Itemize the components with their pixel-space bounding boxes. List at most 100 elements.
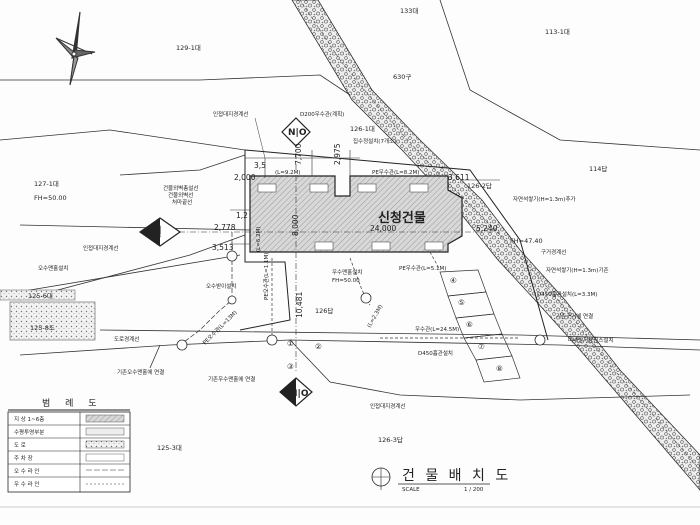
- number-2: ②: [315, 342, 322, 351]
- site-boundary: [239, 149, 549, 341]
- annotation: D450흄관설치(L=3.3M): [537, 290, 597, 298]
- annotation: (L=9.2M): [275, 170, 300, 176]
- legend-title: 범 례 도: [42, 398, 103, 409]
- annotation: FH=50.00: [332, 278, 360, 284]
- annotation: 건물외벽선: [168, 191, 193, 199]
- legend-row-label: 주 차 장: [14, 454, 33, 462]
- lot-label: 114답: [589, 165, 607, 173]
- annotation: (L=2.3M): [367, 304, 385, 329]
- annotation: 처마끝선: [172, 198, 192, 206]
- annotation: D200우수관(계획): [300, 110, 344, 118]
- lot-label: 630구: [393, 73, 411, 81]
- dimension-label: 2,778: [214, 223, 236, 232]
- annotation: 자연석쌓기(H=1.3m)추가: [513, 195, 576, 203]
- number-7: ⑦: [478, 342, 485, 351]
- legend-row-label: 수평투영부분: [14, 428, 44, 436]
- number-3: ③: [287, 362, 294, 371]
- legend-swatch-parking: [85, 453, 125, 462]
- annotation: PE오수관(L=13M): [201, 308, 239, 346]
- horizontal-section-marker: 횡: [138, 217, 182, 247]
- height-left: FH=50.00: [34, 194, 67, 202]
- svg-text:N|O: N|O: [290, 389, 309, 399]
- dimension-label: 5,240: [476, 224, 498, 233]
- drawing-title-block: 건 물 배 치 도 SCALE 1 / 200: [371, 467, 511, 493]
- lot-label: 125-8도: [30, 324, 55, 332]
- annotation: 도로경계선: [114, 335, 139, 343]
- lot-label: 125-3대: [157, 444, 182, 452]
- dimension-label: 3,611: [448, 173, 470, 182]
- number-5: ⑤: [458, 298, 465, 307]
- legend-swatch-road: [85, 440, 125, 449]
- number-6: ⑥: [466, 320, 473, 329]
- number-4: ④: [450, 276, 457, 285]
- scale-label: SCALE: [402, 487, 420, 493]
- annotation: 구거경계선: [541, 248, 566, 256]
- annotation: 자연석쌓기(H=1.3m)기존: [546, 266, 609, 274]
- dimension-label: 10,481: [295, 292, 304, 318]
- dimension-labels: 2,000 7,700 2,975 2,778 8,000 24,000 3,5…: [212, 143, 498, 318]
- legend-swatch-projection: [85, 427, 125, 436]
- annotation: 기존우수맨홀에 연결: [208, 375, 255, 383]
- annotation: PE우수관(L=8.2M): [372, 168, 419, 176]
- annotation: D450흄관설치: [418, 349, 453, 357]
- annotation: 오수받이설치: [206, 282, 236, 290]
- dimension-label: 3,5: [254, 161, 266, 170]
- number-8: ⑧: [496, 364, 503, 373]
- legend-row-label: 지 상 1~6층: [14, 415, 44, 423]
- lot-label: 129-1대: [176, 44, 201, 52]
- svg-text:N|O: N|O: [288, 128, 307, 138]
- legend-swatch-floor: [85, 414, 125, 423]
- annotation: PE우수관(L=5.1M): [399, 264, 446, 272]
- number-1: ①: [287, 339, 294, 348]
- dimension-label: 3,513: [212, 243, 234, 252]
- lot-label: 125-6대: [28, 292, 53, 300]
- annotation: 오수맨홀설치: [38, 264, 68, 272]
- dimension-label: 2,975: [333, 143, 342, 165]
- parking-stalls: [439, 269, 521, 383]
- pipe-lines: [179, 232, 520, 346]
- compass-rose-icon: [55, 11, 96, 86]
- scale-value: 1 / 200: [464, 487, 484, 493]
- lot-label: 126답: [315, 307, 333, 315]
- annotation: 기존오수맨홀에 연결: [117, 368, 164, 376]
- annotation: 인접대지경계선: [213, 110, 248, 118]
- circled-numbers: ① ② ③ ④ ⑤ ⑥ ⑦ ⑧: [287, 276, 503, 373]
- lot-label: 127-1대: [34, 180, 59, 188]
- legend-row-label: 우 수 라 인: [14, 480, 40, 488]
- annotation: 기존구거에 연결: [556, 312, 593, 320]
- annotation: (L=6.2M): [256, 227, 262, 252]
- annotation: 우수맨홀설치: [332, 268, 362, 276]
- legend-row-label: 도 로: [14, 442, 26, 449]
- annotation: 집수정설치(7개소): [353, 137, 396, 145]
- road-strip: [0, 289, 96, 341]
- annotation: 우수관(L=24.5M): [415, 325, 459, 333]
- annotation: 건물외벽총설선: [163, 184, 198, 192]
- dimension-lines: [168, 120, 500, 372]
- lot-label: 133대: [400, 7, 418, 15]
- legend-row-label: 오 수 라 인: [14, 467, 40, 475]
- manhole-markers: [176, 250, 546, 351]
- lot-label: 113-1대: [545, 28, 570, 36]
- annotation: PE오수관(L=1.1M): [262, 253, 270, 300]
- height-right: FH=47.40: [510, 237, 543, 245]
- svg-text:횡: 횡: [150, 225, 162, 241]
- dimension-label: 7,700: [294, 143, 303, 165]
- building-name: 신청건물: [378, 210, 426, 226]
- lot-label: 126-1대: [350, 125, 375, 133]
- lot-label: 126-3답: [378, 436, 403, 444]
- legend: 범 례 도 지 상 1~6층 수평투영부분 도 로 주 차 장 오 수 라 인 …: [7, 398, 131, 493]
- dimension-label: 8,000: [291, 214, 300, 236]
- dimension-label: 24,000: [370, 224, 396, 233]
- lot-label: 126-2답: [467, 182, 492, 190]
- dimension-label: 1,2: [236, 211, 248, 220]
- annotation: 인접대지경계선: [83, 244, 118, 252]
- drawing-title: 건 물 배 치 도: [402, 468, 511, 484]
- annotation: 미배방지용횐스설치: [568, 336, 614, 344]
- dimension-label: 2,000: [234, 173, 256, 182]
- annotation: 인접대지경계선: [370, 402, 405, 410]
- lot-labels: 133대 129-1대 113-1대 630구 114답 127-1대 126-…: [28, 7, 607, 452]
- building-footprint: [249, 175, 463, 253]
- vertical-section-marker: N|O N|O: [279, 117, 313, 407]
